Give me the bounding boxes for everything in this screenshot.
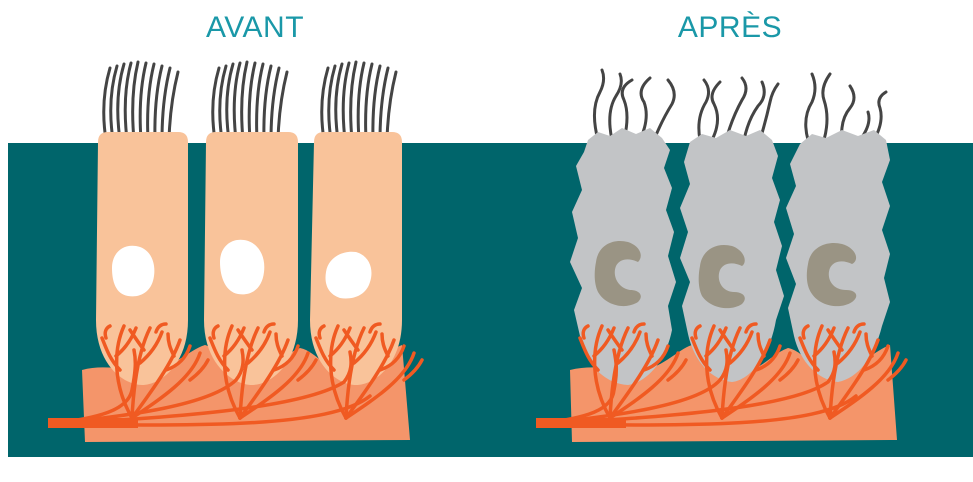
title-before: AVANT (140, 8, 370, 48)
panel-before (48, 62, 422, 442)
nerve-trunk-after (536, 418, 626, 428)
nerve-trunk-before (48, 418, 138, 428)
nucleus-before-1 (112, 246, 154, 297)
healthy-hair-cell-icon (104, 62, 396, 140)
damaged-stereocilia (594, 70, 886, 140)
title-after: APRÈS (610, 8, 850, 48)
panel-after (536, 70, 906, 442)
nucleus-before-2 (220, 240, 264, 295)
